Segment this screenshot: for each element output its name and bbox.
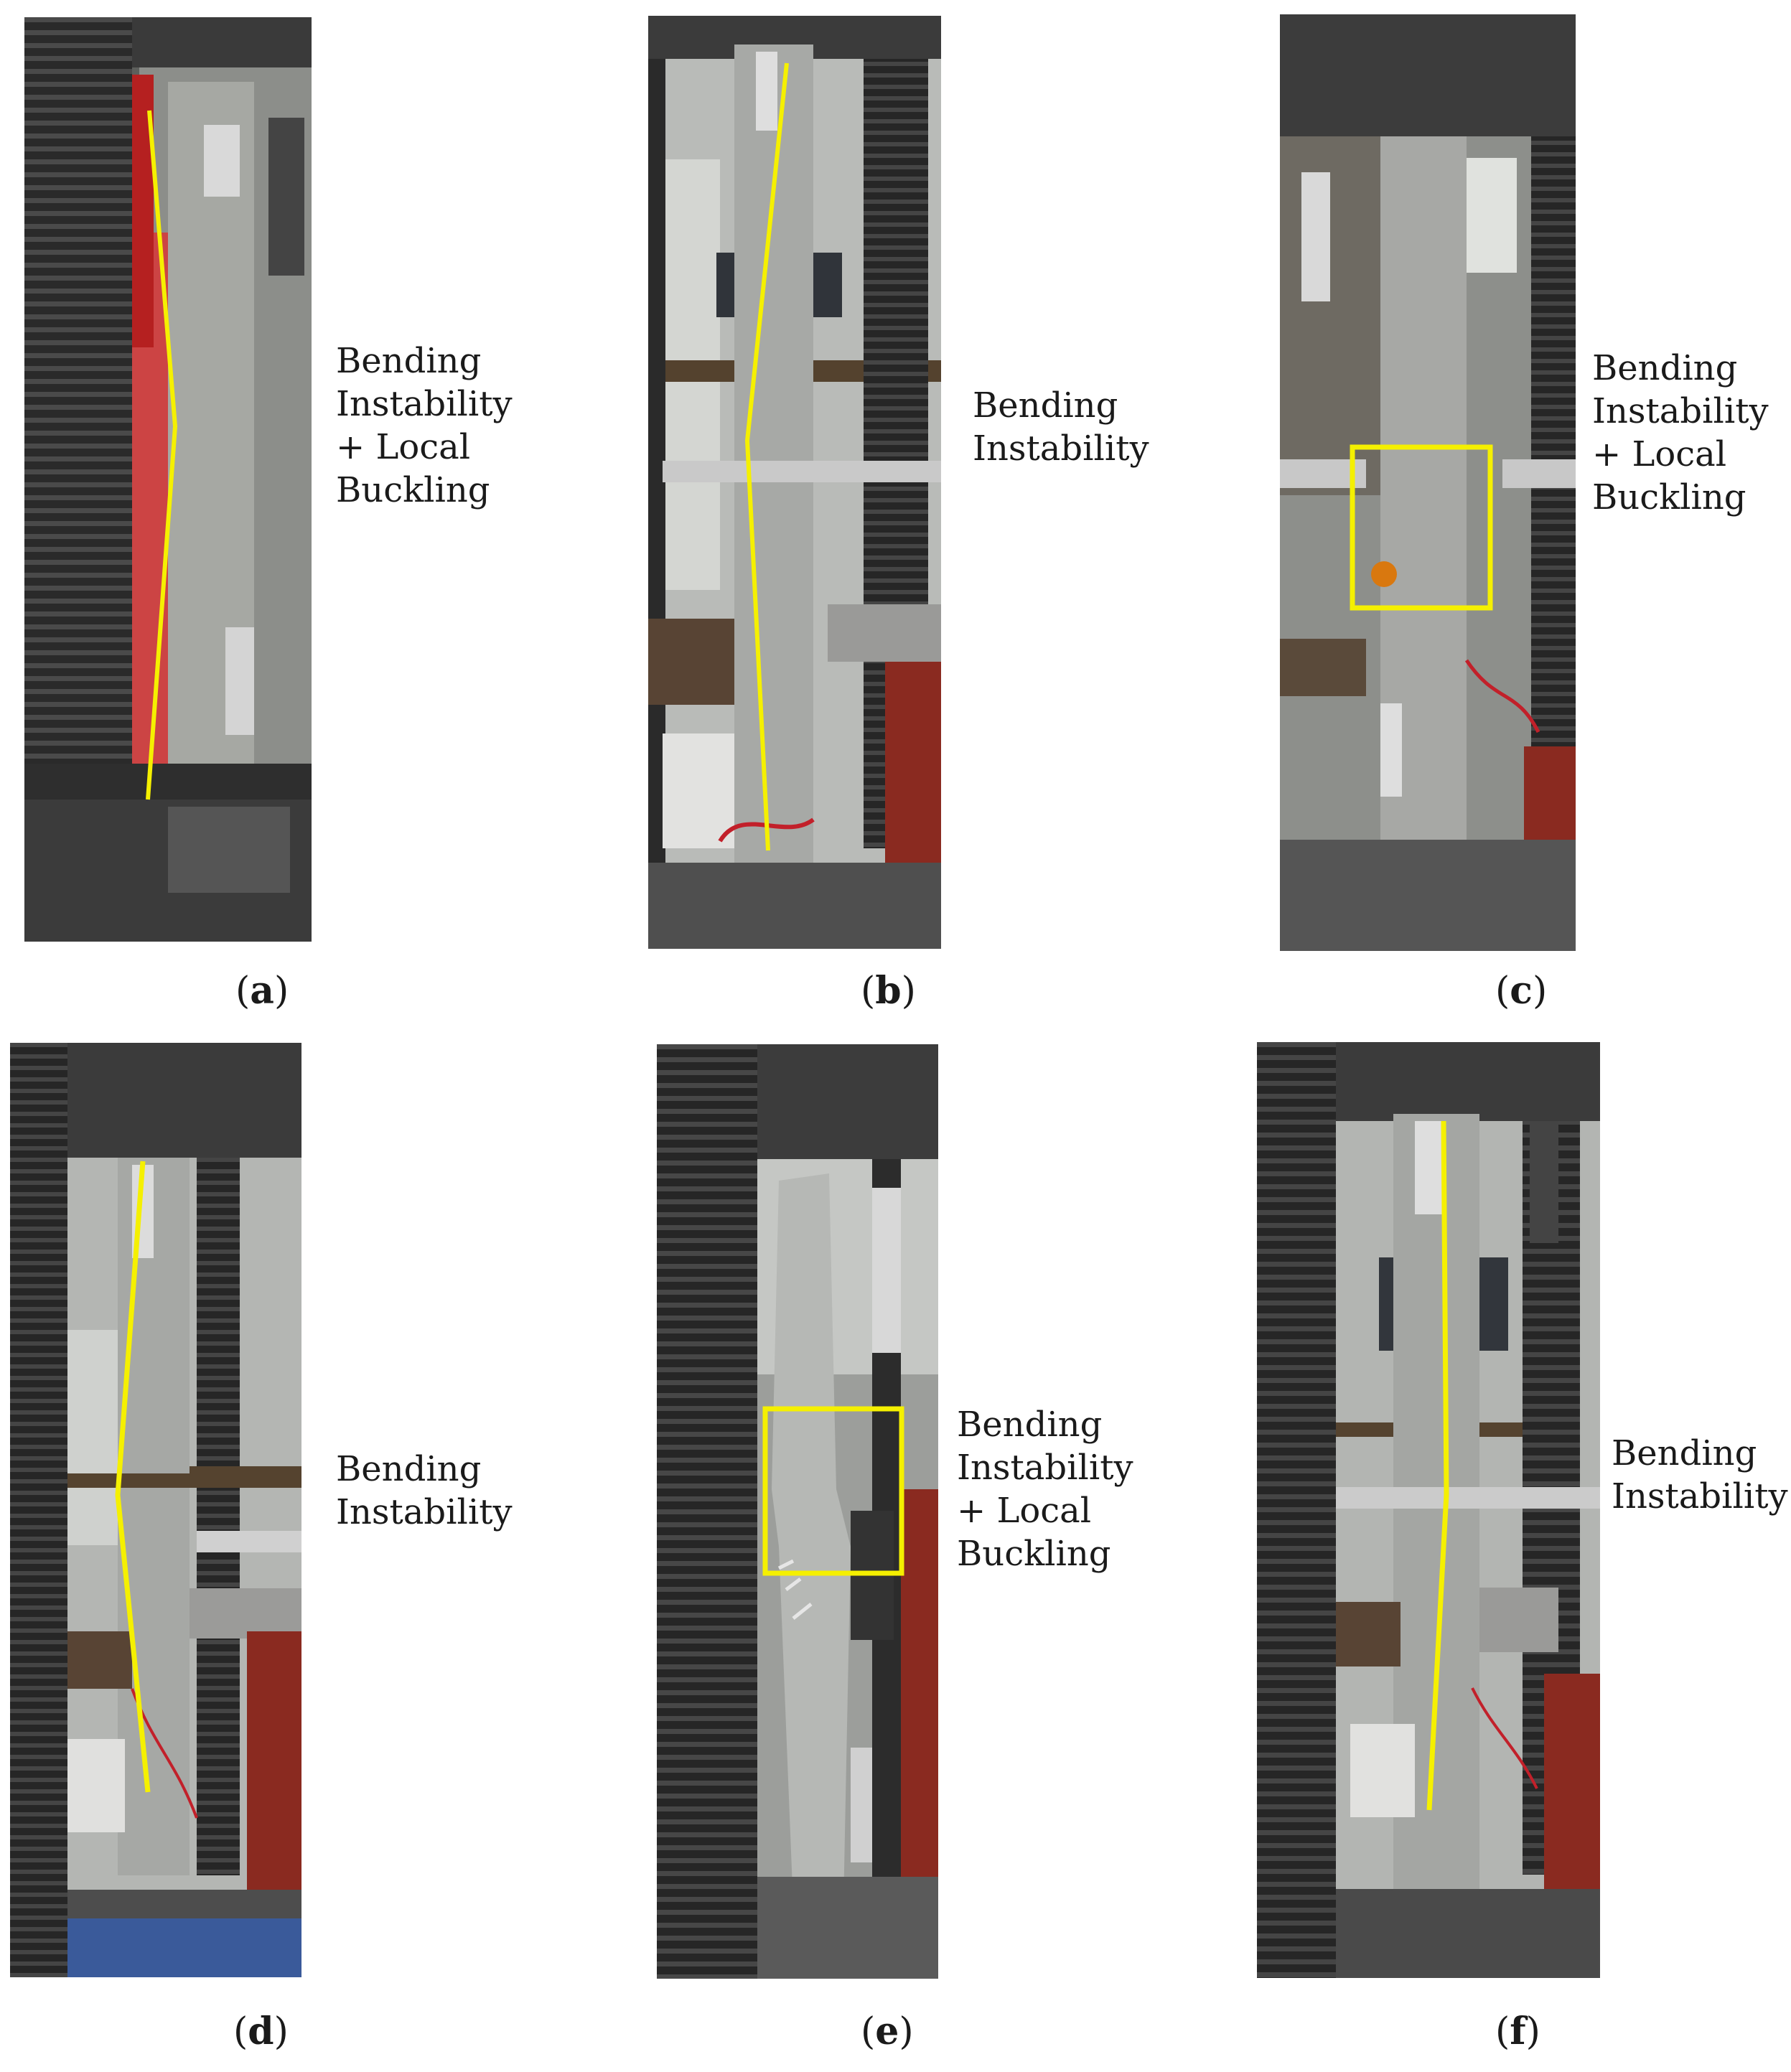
failure-mode-label-e: Bending Instability + Local Buckling: [957, 1405, 1133, 1574]
failure-mode-label-c: Bending Instability + Local Buckling: [1592, 348, 1769, 517]
photo-d: [10, 1043, 301, 1977]
photo-e-scene: [657, 1044, 938, 1979]
failure-mode-label-d: Bending Instability: [336, 1449, 513, 1532]
photo-c: [1280, 14, 1576, 951]
photo-b-scene: [648, 16, 941, 949]
photo-c-scene: [1280, 14, 1576, 951]
photo-d-scene: [10, 1043, 301, 1977]
caption-f: (f): [1495, 2010, 1540, 2053]
photo-f: [1257, 1042, 1600, 1978]
caption-b: (b): [861, 969, 916, 1013]
failure-mode-label-b: Bending Instability: [973, 385, 1149, 469]
failure-mode-label-f: Bending Instability: [1612, 1433, 1788, 1517]
caption-d: (d): [233, 2010, 289, 2053]
photo-a-scene: [24, 17, 312, 942]
caption-a: (a): [235, 969, 289, 1013]
photo-f-scene: [1257, 1042, 1600, 1978]
photo-b: [648, 16, 941, 949]
caption-c: (c): [1495, 969, 1548, 1013]
caption-e: (e): [861, 2010, 914, 2053]
photo-a: [24, 17, 312, 942]
failure-mode-label-a: Bending Instability + Local Buckling: [336, 341, 513, 510]
photo-e: [657, 1044, 938, 1979]
